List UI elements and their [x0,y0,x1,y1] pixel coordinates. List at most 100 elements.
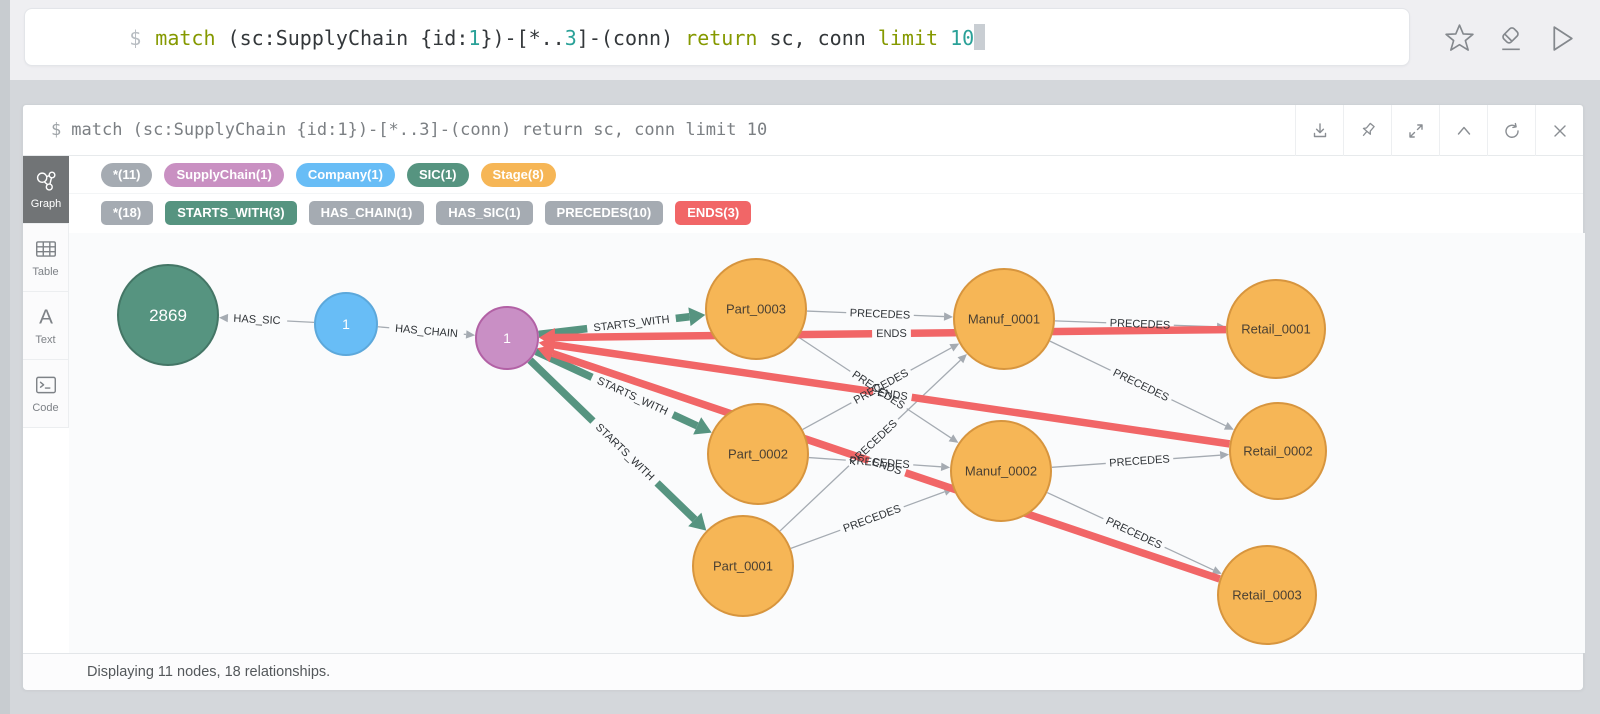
query-token: sc, conn [757,26,878,50]
graph-edge[interactable] [808,456,951,472]
run-play-icon[interactable] [1545,22,1578,55]
graph-edge[interactable] [1049,340,1234,430]
text-icon: A [39,306,53,329]
node-pills-row: *(11) SupplyChain(1) Company(1) SIC(1) Stage… [69,156,1583,194]
expand-button[interactable] [1391,105,1439,156]
rel-type-pill[interactable]: STARTS_WITH(3) [165,201,297,225]
graph-node[interactable]: Manuf_0002 [950,420,1052,522]
frame-query-text: match (sc:SupplyChain {id:1})-[*..3]-(co… [71,120,768,140]
node-label-pill[interactable]: *(11) [101,163,153,187]
query-token: })-[*.. [480,26,565,50]
query-token: 1 [468,26,481,50]
node-label-pill[interactable]: Company(1) [295,163,395,187]
tab-table[interactable]: Table [23,224,69,292]
graph-edge[interactable] [1051,450,1230,468]
graph-node[interactable]: Part_0002 [707,403,809,505]
graph-edge[interactable] [802,343,960,431]
download-icon [1313,122,1326,137]
graph-node[interactable]: 1 [475,306,539,370]
refresh-icon [1504,122,1519,138]
tab-text[interactable]: A Text [23,292,69,360]
graph-node[interactable]: Manuf_0001 [953,268,1055,370]
node-caption: 2869 [149,306,187,325]
rerun-button[interactable] [1487,105,1535,156]
cypher-editor-line[interactable]: $ match (sc:SupplyChain {id:1})-[*..3]-(c… [25,0,986,74]
editor-prompt: $ [129,26,142,50]
table-icon [35,241,56,257]
frame-header: $ match (sc:SupplyChain {id:1})-[*..3]-(c… [23,105,1583,156]
graph-edge[interactable] [218,313,315,324]
graph-edge[interactable] [798,336,959,443]
download-button[interactable] [1295,105,1343,156]
tab-graph[interactable]: Graph [23,156,69,224]
edge-label: HAS_CHAIN [395,323,459,340]
graph-node[interactable]: Part_0001 [692,515,794,617]
edge-label: STARTS_WITH [593,421,656,483]
graph-node[interactable]: 2869 [117,264,219,366]
graph-edge[interactable] [806,310,954,321]
edge-label: ENDS [876,387,908,403]
close-icon [1553,124,1566,137]
cypher-editor[interactable]: $ match (sc:SupplyChain {id:1})-[*..3]-(c… [24,8,1410,66]
rel-pills-row: *(18) STARTS_WITH(3) HAS_CHAIN(1) HAS_SIC(1… [69,194,1583,231]
window-left-edge [0,0,10,714]
node-caption: Retail_0003 [1232,588,1301,603]
tab-code[interactable]: Code [23,360,69,428]
node-label-pill[interactable]: Stage(8) [480,163,556,187]
node-caption: Manuf_0002 [965,464,1037,479]
tab-table-label: Table [32,266,59,278]
frame-header-actions [1295,105,1583,156]
edge-label: ENDS [876,328,907,340]
rel-type-pill[interactable]: *(18) [101,201,154,225]
graph-node[interactable]: Retail_0002 [1229,402,1327,500]
node-label-pill[interactable]: SIC(1) [406,163,469,187]
editor-actions [1443,22,1578,55]
graph-node[interactable]: 1 [314,292,378,356]
graph-node[interactable]: Retail_0003 [1217,545,1317,645]
pin-button[interactable] [1343,105,1391,156]
graph-icon [36,171,56,191]
expand-icon [1408,123,1423,138]
graph-edge[interactable] [779,354,967,532]
node-label-pill[interactable]: SupplyChain(1) [164,163,284,187]
chevron-up-icon [1457,126,1470,135]
graph-node[interactable]: Part_0003 [705,258,807,360]
graph-edge[interactable] [1046,491,1222,574]
node-caption: Part_0003 [726,302,786,317]
node-caption: Retail_0001 [1241,322,1310,337]
edge-label: PRECEDES [849,307,910,321]
result-frame: $ match (sc:SupplyChain {id:1})-[*..3]-(c… [22,104,1585,690]
edge-label: PRECEDES [849,455,910,471]
node-caption: Retail_0002 [1243,444,1312,459]
rel-type-pill[interactable]: HAS_CHAIN(1) [308,201,425,225]
query-input[interactable]: match (sc:SupplyChain {id:1})-[*..3]-(co… [155,26,974,50]
result-overview: *(11) SupplyChain(1) Company(1) SIC(1) Stage… [69,156,1583,231]
status-bar: Displaying 11 nodes, 18 relationships. [23,653,1583,690]
close-button[interactable] [1535,105,1583,156]
edge-label: HAS_SIC [233,313,281,327]
node-caption: 1 [503,330,511,346]
rel-type-pill[interactable]: HAS_SIC(1) [436,201,533,225]
frame-query-prompt: $ [51,120,62,140]
favorite-star-icon[interactable] [1443,22,1476,55]
collapse-button[interactable] [1439,105,1487,156]
view-mode-sidebar: Graph Table A Text Code [23,156,69,428]
rel-type-pill[interactable]: PRECEDES(10) [544,201,664,225]
frame-query[interactable]: $ match (sc:SupplyChain {id:1})-[*..3]-(c… [23,120,767,140]
tab-text-label: Text [35,334,56,346]
status-text: Displaying 11 nodes, 18 relationships. [87,664,331,680]
query-token: ]-(conn) [576,26,686,50]
rel-type-pill[interactable]: ENDS(3) [675,201,752,225]
query-token: match [155,26,216,50]
graph-edge[interactable] [527,357,707,531]
graph-node[interactable]: Retail_0001 [1226,279,1326,379]
clear-eraser-icon[interactable] [1494,22,1527,55]
node-caption: Part_0002 [728,447,788,462]
graph-edge[interactable] [377,326,476,339]
query-token: 10 [950,26,975,50]
node-caption: Part_0001 [713,559,773,574]
query-token: limit [877,26,939,50]
